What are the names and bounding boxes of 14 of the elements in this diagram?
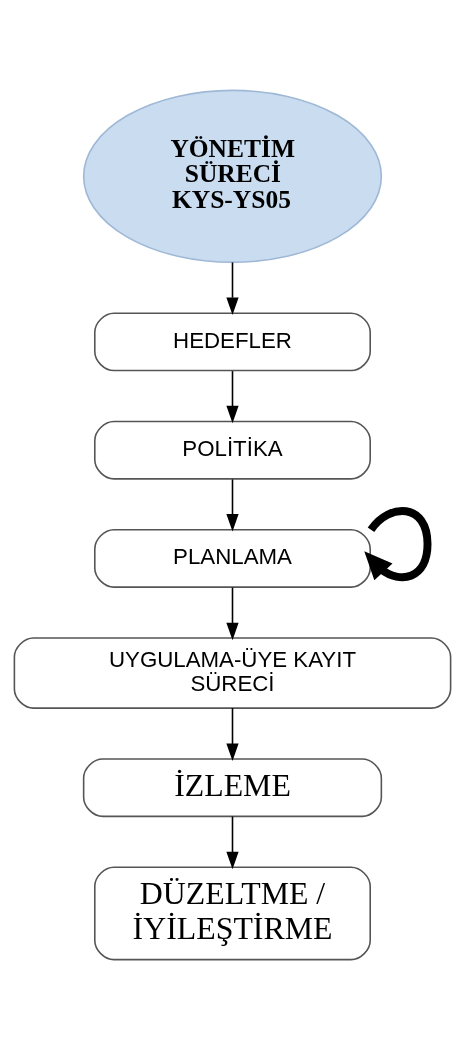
node-box: UYGULAMA-ÜYE KAYIT SÜRECİ bbox=[13, 636, 452, 709]
arrow bbox=[226, 369, 239, 423]
node-box: HEDEFLER bbox=[94, 311, 371, 371]
arrow bbox=[226, 478, 239, 531]
arrow bbox=[226, 586, 239, 640]
node-box: DÜZELTME / İYİLEŞTİRME bbox=[94, 866, 371, 960]
node-box: POLİTİKA bbox=[94, 420, 371, 480]
arrow bbox=[226, 706, 239, 761]
arrow bbox=[364, 506, 432, 581]
arrow bbox=[226, 261, 239, 315]
node-box: İZLEME bbox=[82, 757, 383, 817]
node-box: PLANLAMA bbox=[94, 528, 371, 588]
arrow bbox=[226, 815, 239, 869]
node-ellipse: YÖNETİM SÜRECİ KYS-YS05 bbox=[82, 89, 383, 263]
